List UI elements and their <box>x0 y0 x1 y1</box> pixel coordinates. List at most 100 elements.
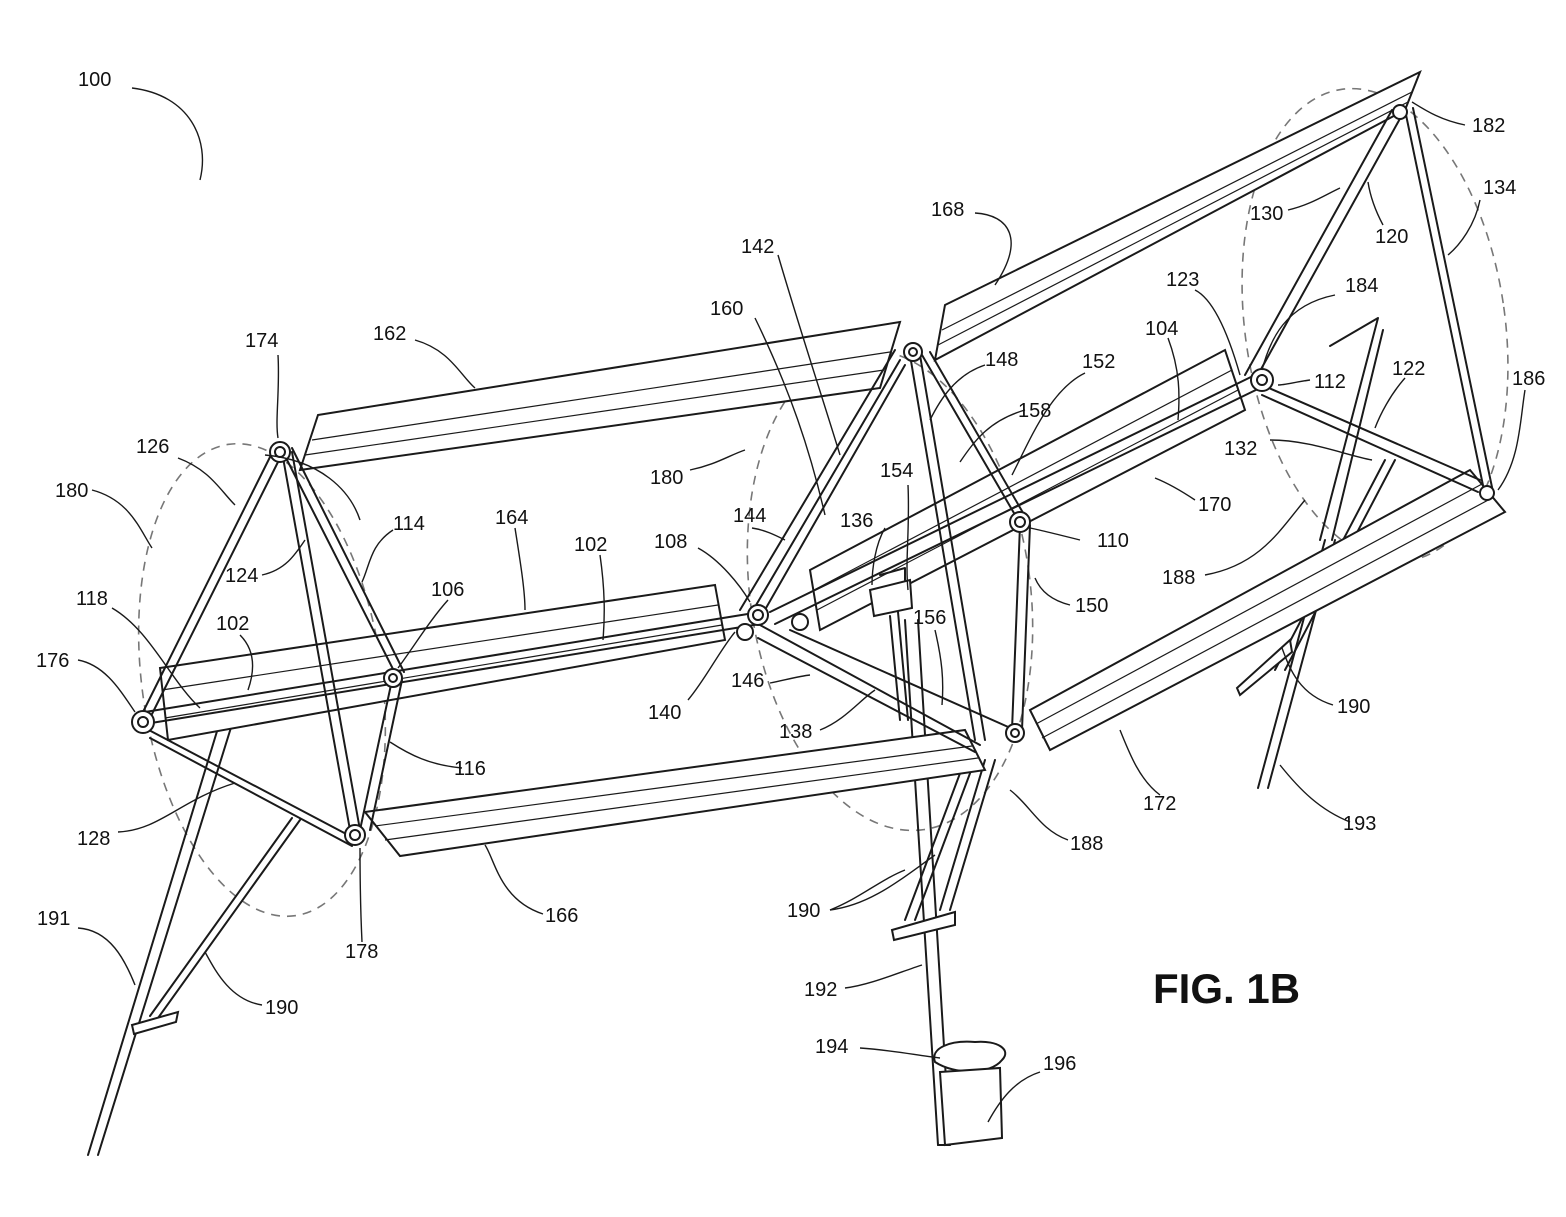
brace-190-e <box>949 759 996 911</box>
ref-104: 104 <box>1145 318 1178 340</box>
leader-106 <box>397 599 449 669</box>
frame <box>139 107 1494 847</box>
ref-190c: 190 <box>1337 696 1370 718</box>
shaft-102-b <box>144 623 761 725</box>
ref-120: 120 <box>1375 226 1408 248</box>
leader-191 <box>77 927 136 986</box>
leader-112 <box>1277 379 1311 386</box>
pivot-186 <box>1479 485 1495 501</box>
ref-112: 112 <box>1314 371 1346 393</box>
rotation-envelopes <box>137 87 1509 918</box>
leader-160 <box>754 317 826 516</box>
strut-148 <box>909 354 976 741</box>
bearing-106-inner <box>388 673 398 683</box>
ref-144: 144 <box>733 505 766 527</box>
brace-190-b <box>149 817 293 1017</box>
shaft-102-a <box>144 611 761 713</box>
leader-146 <box>769 674 811 684</box>
ref-154: 154 <box>880 460 913 482</box>
leader-102a <box>599 554 605 641</box>
panel-166-line-b <box>384 757 979 841</box>
pivot-top-middle-inner <box>908 347 918 357</box>
leader-156 <box>934 629 944 706</box>
ref-156: 156 <box>913 607 946 629</box>
ref-158: 158 <box>1018 400 1051 422</box>
panels <box>158 69 1507 858</box>
leader-124 <box>261 539 306 576</box>
leader-110 <box>1029 527 1081 541</box>
leader-148 <box>929 364 986 421</box>
strut-158 <box>921 354 1019 521</box>
pivots <box>131 104 1495 846</box>
ref-150: 150 <box>1075 595 1108 617</box>
panel-166-line-a <box>374 745 973 827</box>
ref-124: 124 <box>225 565 258 587</box>
brace-190-a <box>157 819 301 1019</box>
leader-122 <box>1374 377 1406 429</box>
ref-123: 123 <box>1166 269 1199 291</box>
strut-116 <box>359 679 393 831</box>
ref-191: 191 <box>37 908 70 930</box>
ref-130: 130 <box>1250 203 1283 225</box>
strut-158-b <box>929 351 1027 519</box>
leader-178 <box>359 847 363 943</box>
ref-100: 100 <box>78 69 111 91</box>
ref-190a: 190 <box>265 997 298 1019</box>
panel-162-line-b <box>304 369 885 456</box>
pivot-182 <box>1392 104 1408 120</box>
panel-172-line-b <box>1041 497 1493 739</box>
leader-130 <box>1287 187 1341 211</box>
pivot-176-inner <box>137 716 149 728</box>
leader-176 <box>77 659 136 713</box>
ref-180b: 180 <box>650 467 683 489</box>
leader-188b <box>1204 499 1306 576</box>
ref-160: 160 <box>710 298 743 320</box>
leader-190c <box>1281 647 1334 706</box>
strut-124-b <box>291 451 361 831</box>
panel-168-line-a <box>941 91 1413 331</box>
leader-196 <box>987 1071 1041 1123</box>
leader-126 <box>177 457 236 506</box>
strut-134 <box>1404 109 1486 496</box>
clamp-136-top <box>879 567 906 581</box>
leader-162 <box>414 339 476 389</box>
ref-188a: 188 <box>1070 833 1103 855</box>
bearing-112-inner <box>1256 374 1268 386</box>
leader-184 <box>1261 294 1336 371</box>
panel-168-line-b <box>937 101 1409 346</box>
ref-174: 174 <box>245 330 278 352</box>
reference-labels: 100 180 126 174 162 114 124 164 102 106 … <box>36 69 1545 1075</box>
ref-176: 176 <box>36 650 69 672</box>
ref-166: 166 <box>545 905 578 927</box>
pivot-178-inner <box>349 829 361 841</box>
leader-182 <box>1411 101 1466 126</box>
ref-186: 186 <box>1512 368 1545 390</box>
panel-170-line-a <box>813 369 1233 591</box>
leader-192 <box>844 964 923 989</box>
ref-194: 194 <box>815 1036 848 1058</box>
leader-190b-1 <box>829 854 936 911</box>
strut-156 <box>789 629 1016 731</box>
ref-142: 142 <box>741 236 774 258</box>
panel-166 <box>363 728 987 858</box>
leader-132 <box>1269 439 1373 461</box>
leader-114 <box>361 529 394 583</box>
ref-128: 128 <box>77 828 110 850</box>
clamp-post <box>889 615 901 721</box>
bearing-140 <box>736 623 754 641</box>
leader-108 <box>697 547 751 603</box>
strut-114-b <box>291 447 405 673</box>
strut-124 <box>281 451 351 831</box>
brace-190-d <box>914 759 976 921</box>
ref-140: 140 <box>648 702 681 724</box>
ref-190b: 190 <box>787 900 820 922</box>
leg-top-right-b <box>1331 329 1384 541</box>
ref-110: 110 <box>1097 530 1129 552</box>
leader-166 <box>484 844 544 915</box>
leader-168 <box>974 212 1012 286</box>
strut-132 <box>1261 394 1479 493</box>
leader-180b <box>689 449 746 471</box>
foot-plate-middle <box>890 910 956 942</box>
leader-180a <box>91 489 153 549</box>
